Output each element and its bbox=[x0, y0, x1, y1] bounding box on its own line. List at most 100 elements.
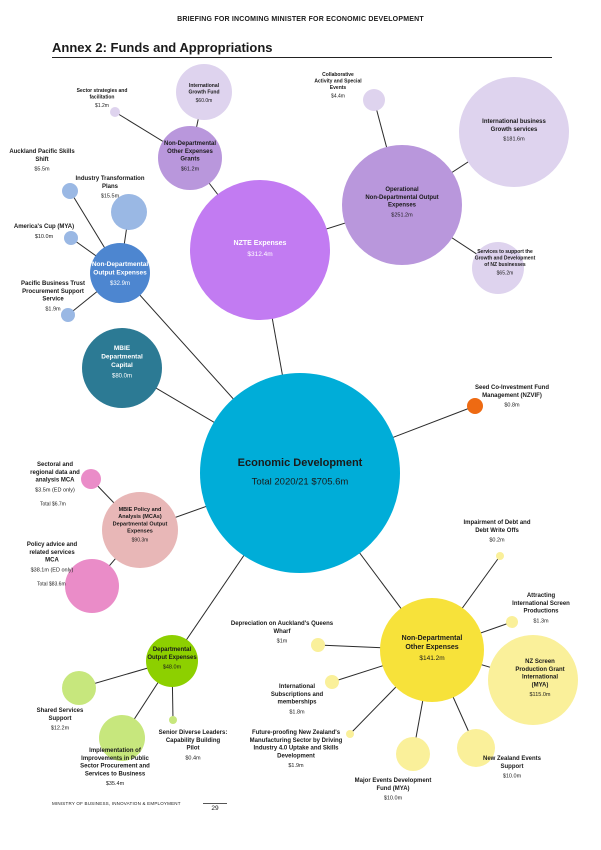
bubble-label-line: Manufacturing Sector by Driving bbox=[250, 738, 343, 744]
bubble-total: Total $6.7m bbox=[40, 501, 66, 507]
bubble-label-line: MBIE bbox=[114, 345, 131, 352]
bubble-label-line: of NZ businesses bbox=[484, 262, 526, 268]
bubble-value: $1.9m bbox=[45, 306, 61, 312]
bubble-label-line: New Zealand Events bbox=[483, 756, 542, 762]
bubble-label-line: Expenses bbox=[388, 203, 417, 209]
bubble-value: $0.2m bbox=[489, 538, 505, 544]
bubble-label-line: Support bbox=[501, 764, 524, 770]
bubble-value: $1.8m bbox=[289, 709, 305, 715]
bubble-label-line: Analysis (MCAs) bbox=[118, 514, 162, 520]
bubble-value: $115.0m bbox=[530, 692, 551, 698]
bubble-label-line: Pilot bbox=[187, 746, 200, 752]
bubble-value: $48.0m bbox=[163, 665, 182, 671]
bubble-label-line: Future-proofing New Zealand's bbox=[252, 730, 341, 736]
bubble-value: $12.2m bbox=[51, 726, 70, 732]
bubble-value: $35.4m bbox=[106, 781, 125, 787]
bubble-label-line: NZTE Expenses bbox=[234, 240, 287, 247]
bubble-circle-international-subscriptions bbox=[325, 675, 339, 689]
bubble-label-line: facilitation bbox=[89, 95, 114, 101]
bubble-label-line: Activity and Special bbox=[314, 79, 362, 85]
bubble-circle-public-sector-procurement bbox=[99, 715, 145, 761]
bubble-label-americas-cup: America's Cup (MYA)$10.0m bbox=[14, 224, 74, 240]
bubble-label-line: Growth Fund bbox=[188, 90, 219, 96]
bubble-circle-americas-cup bbox=[64, 231, 78, 245]
bubble-label-line: Departmental Output bbox=[113, 521, 168, 527]
bubble-label-line: Pacific Business Trust bbox=[21, 281, 85, 287]
bubble-label-line: Senior Diverse Leaders: bbox=[159, 730, 228, 736]
bubble-circle-sector-strategies bbox=[110, 107, 120, 117]
bubble-label-line: Non-Departmental Output bbox=[365, 195, 438, 201]
bubble-label-line: Grants bbox=[180, 157, 200, 163]
bubble-label-line: Departmental bbox=[153, 647, 192, 653]
bubble-value: $65.2m bbox=[497, 271, 514, 277]
bubble-circle-depreciation-queens-wharf bbox=[311, 638, 325, 652]
bubble-label-line: Major Events Development bbox=[355, 778, 432, 784]
bubble-label-line: MCA bbox=[45, 558, 59, 564]
bubble-circle-economic-development bbox=[200, 373, 400, 573]
bubble-value: $90.3m bbox=[132, 538, 149, 544]
bubble-label-line: International bbox=[279, 684, 315, 690]
bubble-label-line: Production Grant bbox=[515, 667, 564, 673]
bubble-nzte-expenses: NZTE Expenses $312.4m bbox=[190, 180, 330, 320]
bubble-value: $10.0m bbox=[384, 796, 403, 802]
bubble-value: $312.4m bbox=[247, 251, 272, 258]
bubble-label-line: (MYA) bbox=[532, 682, 549, 688]
bubble-value: $32.9m bbox=[110, 281, 130, 287]
bubble-label-line: Plans bbox=[102, 184, 119, 190]
bubble-label-line: Operational bbox=[385, 187, 419, 193]
bubble-label-line: Sector Procurement and bbox=[80, 764, 150, 770]
bubble-label-line: Growth and Development bbox=[475, 256, 536, 262]
bubble-label-line: Shift bbox=[35, 157, 48, 163]
bubble-label-line: MBIE Policy and bbox=[119, 507, 162, 513]
bubble-label-line: Productions bbox=[523, 609, 559, 615]
bubble-label-line: Service bbox=[42, 297, 64, 303]
bubble-value: $0.4m bbox=[185, 755, 201, 761]
bubble-value: $10.0m bbox=[35, 234, 54, 240]
bubble-label-line: Services to Business bbox=[85, 771, 146, 777]
bubble-circle-nzte-expenses bbox=[190, 180, 330, 320]
bubble-label-line: International business bbox=[482, 119, 546, 125]
bubble-circle-senior-diverse-leaders bbox=[169, 716, 177, 724]
bubble-circle-international-growth-fund bbox=[176, 64, 232, 120]
bubble-label-line: Non-Departmental bbox=[92, 261, 149, 268]
bubble-value: Total 2020/21 $705.6m bbox=[252, 476, 349, 487]
bubble-circle-nd-other-expenses bbox=[380, 598, 484, 702]
bubble-circle-industry-transformation bbox=[111, 194, 147, 230]
bubble-label-line: Seed Co-Investment Fund bbox=[475, 385, 549, 391]
bubble-circle-attracting-screen-productions bbox=[506, 616, 518, 628]
bubble-label-line: memberships bbox=[277, 700, 317, 706]
bubble-value: $60.0m bbox=[196, 98, 213, 104]
bubble-label-line: Collaborative bbox=[322, 72, 354, 78]
bubble-label-line: Other Expenses bbox=[167, 149, 213, 155]
bubble-label-nzte-expenses: NZTE Expenses $312.4m bbox=[234, 240, 287, 258]
bubble-label-line: Subscriptions and bbox=[271, 692, 324, 698]
